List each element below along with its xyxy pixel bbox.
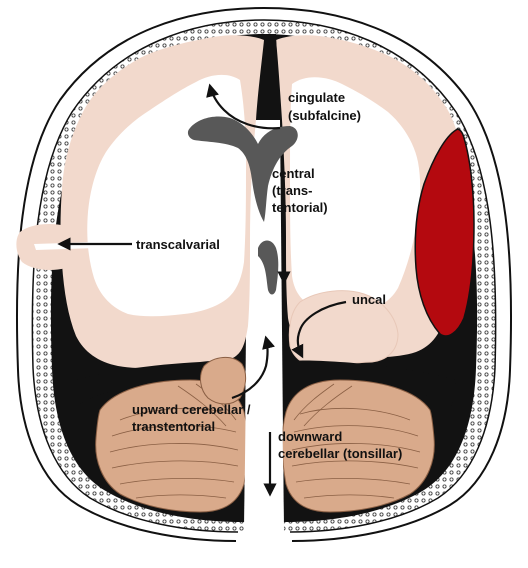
label-uncal: uncal: [352, 292, 386, 307]
cingulate-arrow: [206, 83, 281, 130]
label-upward-line2: transtentorial: [132, 419, 215, 434]
uncal-arrow: [291, 300, 347, 359]
falx: [264, 34, 278, 86]
label-transcalvarial: transcalvarial: [136, 237, 220, 252]
label-central-line1: central: [272, 166, 315, 181]
third-ventricle: [258, 240, 279, 295]
right-hemisphere-white-matter: [290, 77, 421, 313]
label-cingulate-line1: cingulate: [288, 90, 345, 105]
label-downward-line2: cerebellar (tonsillar): [278, 446, 402, 461]
upward-herniation-bulge: [200, 357, 247, 405]
label-central-line2: (trans-: [272, 183, 312, 198]
label-cingulate-line2: (subfalcine): [288, 108, 361, 123]
label-downward-line1: downward: [278, 429, 342, 444]
uncus: [288, 290, 399, 369]
epidural-hematoma: [414, 128, 475, 337]
label-upward-line1: upward cerebellar /: [132, 402, 251, 417]
cerebellum-right-folia: [291, 383, 421, 499]
upward-cerebellar-arrow: [231, 335, 275, 400]
label-central-line3: tentorial): [272, 200, 328, 215]
lateral-ventricle: [187, 116, 298, 222]
brainstem-channel: [244, 380, 284, 540]
